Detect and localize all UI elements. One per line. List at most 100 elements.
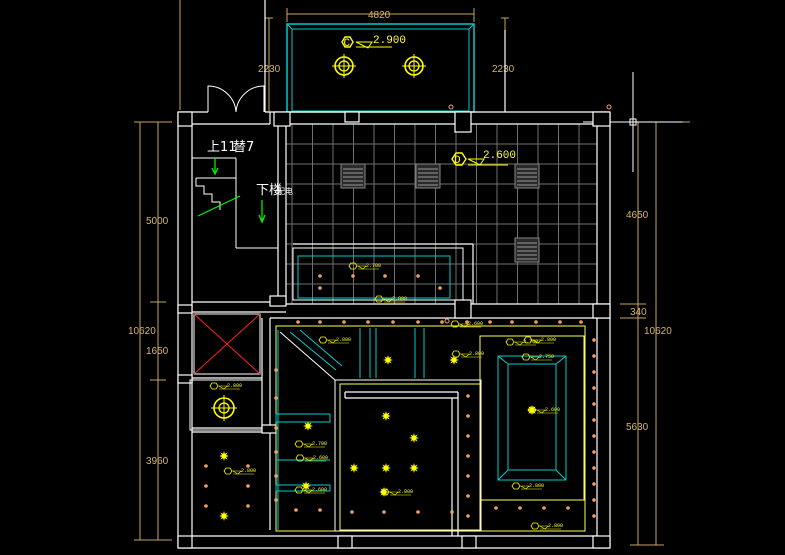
hexagon-marker-icon	[451, 152, 467, 166]
downlight-dot	[204, 484, 208, 488]
star-light-icon	[409, 463, 419, 473]
downlight-dot	[592, 482, 596, 486]
downlight-dot	[592, 370, 596, 374]
small-elevation-value: 2.800	[469, 351, 484, 357]
downlight-dot	[592, 418, 596, 422]
small-elevation-marker: 2.600	[450, 320, 483, 328]
downlight-dot	[592, 466, 596, 470]
small-elevation-marker: 2.800	[523, 336, 556, 344]
downlight-dot	[465, 320, 469, 324]
spot-lights	[219, 355, 537, 521]
downlight-dot	[466, 494, 470, 498]
small-elevation-marker: 2.750	[521, 353, 554, 361]
walls	[177, 0, 611, 549]
small-elevation-value: 2.800	[392, 296, 407, 302]
dim-balcony-left: 2230	[258, 64, 281, 75]
downlight-dot	[416, 320, 420, 324]
downlight-dot	[534, 320, 538, 324]
stair-up-suffix: 替7	[233, 140, 254, 155]
small-elevation-marker: 2.800	[530, 522, 563, 530]
downlight-dot	[391, 320, 395, 324]
star-light-icon	[409, 433, 419, 443]
pendant-lamps	[211, 54, 426, 421]
small-elevation-marker: 2.800	[209, 382, 242, 390]
downlight-dot	[366, 320, 370, 324]
ceiling-lamp-icon	[211, 395, 237, 421]
star-light-icon	[449, 355, 459, 365]
ceiling-lamp-icon	[332, 54, 356, 78]
elevation-marker-hall: D 2.600	[451, 150, 516, 167]
downlight-dot	[592, 402, 596, 406]
dim-right-small: 340	[630, 307, 647, 318]
downlight-dot	[318, 274, 322, 278]
small-elevation-value: 2.700	[312, 441, 327, 447]
small-elevation-value: 2.800	[541, 337, 556, 343]
downlight-dot	[592, 386, 596, 390]
downlight-dot	[204, 504, 208, 508]
small-elevation-marker: 2.800	[223, 467, 256, 475]
downlight-dot	[450, 510, 454, 514]
small-elevation-marker: 2.800	[380, 488, 413, 496]
downlight-dot	[542, 506, 546, 510]
downlight-dot	[383, 274, 387, 278]
downlight-dot	[274, 498, 278, 502]
entry-door	[207, 85, 265, 113]
air-vent-icon	[415, 163, 441, 189]
small-elevation-value: 2.800	[398, 489, 413, 495]
downlight-dot	[592, 498, 596, 502]
downlight-dot	[350, 510, 354, 514]
small-elevation-value: 2.600	[312, 487, 327, 493]
small-elevation-value: 2.750	[539, 354, 554, 360]
downlight-dot	[510, 320, 514, 324]
arrow-down-icon	[258, 200, 266, 224]
dim-balcony-right: 2230	[492, 64, 515, 75]
downlight-dot	[494, 506, 498, 510]
downlight-dot	[466, 394, 470, 398]
dim-left-total: 10620	[128, 326, 156, 337]
shaft	[193, 313, 261, 375]
stair-up-label: 上11	[207, 140, 237, 155]
downlight-dot	[440, 320, 444, 324]
air-vent-icon	[340, 163, 366, 189]
ceiling-lamp-icon	[402, 54, 426, 78]
downlight-dot	[246, 484, 250, 488]
small-elevation-value: 2.800	[241, 468, 256, 474]
downlight-dot	[294, 508, 298, 512]
small-elevation-value: 2.600	[545, 407, 560, 413]
arrow-down-icon	[211, 158, 219, 176]
dimension-lines	[134, 0, 690, 546]
small-elevation-value: 2.800	[336, 337, 351, 343]
downlight-dot	[518, 506, 522, 510]
downlight-dot	[318, 508, 322, 512]
grid-markers	[444, 104, 612, 324]
downlight-dot	[466, 454, 470, 458]
small-elevation-value: 2.800	[227, 383, 242, 389]
downlight-dot	[488, 320, 492, 324]
downlight-dot	[592, 338, 596, 342]
small-elevation-value: 2.600	[313, 455, 328, 461]
elevation-mark-letter: C	[344, 38, 351, 50]
downlight-dot	[592, 450, 596, 454]
star-light-icon	[349, 463, 359, 473]
star-light-icon	[301, 481, 311, 491]
star-light-icon	[219, 451, 229, 461]
ceiling-recesses	[189, 247, 586, 532]
star-light-icon	[383, 355, 393, 365]
dimension-texts: 4820 2230 2230 5000 10620 1650 3960 4650…	[128, 10, 672, 467]
downlight-dot	[246, 464, 250, 468]
ceiling-tile-grid	[286, 123, 597, 305]
small-elevation-marker: 2.700	[294, 440, 327, 448]
small-elevation-marker: 2.600	[294, 486, 327, 494]
downlight-dot	[466, 414, 470, 418]
downlight-dot	[274, 450, 278, 454]
small-elevation-value: 2.700	[366, 263, 381, 269]
small-elevation-value: 2.800	[529, 483, 544, 489]
downlight-dot	[416, 274, 420, 278]
stair-down-label: 下楼	[256, 183, 282, 198]
downlight-dot	[318, 286, 322, 290]
small-elevation-marker: 2.700	[348, 262, 381, 270]
downlight-dot	[592, 434, 596, 438]
star-light-icon	[381, 463, 391, 473]
small-elevation-value: 2.600	[468, 321, 483, 327]
